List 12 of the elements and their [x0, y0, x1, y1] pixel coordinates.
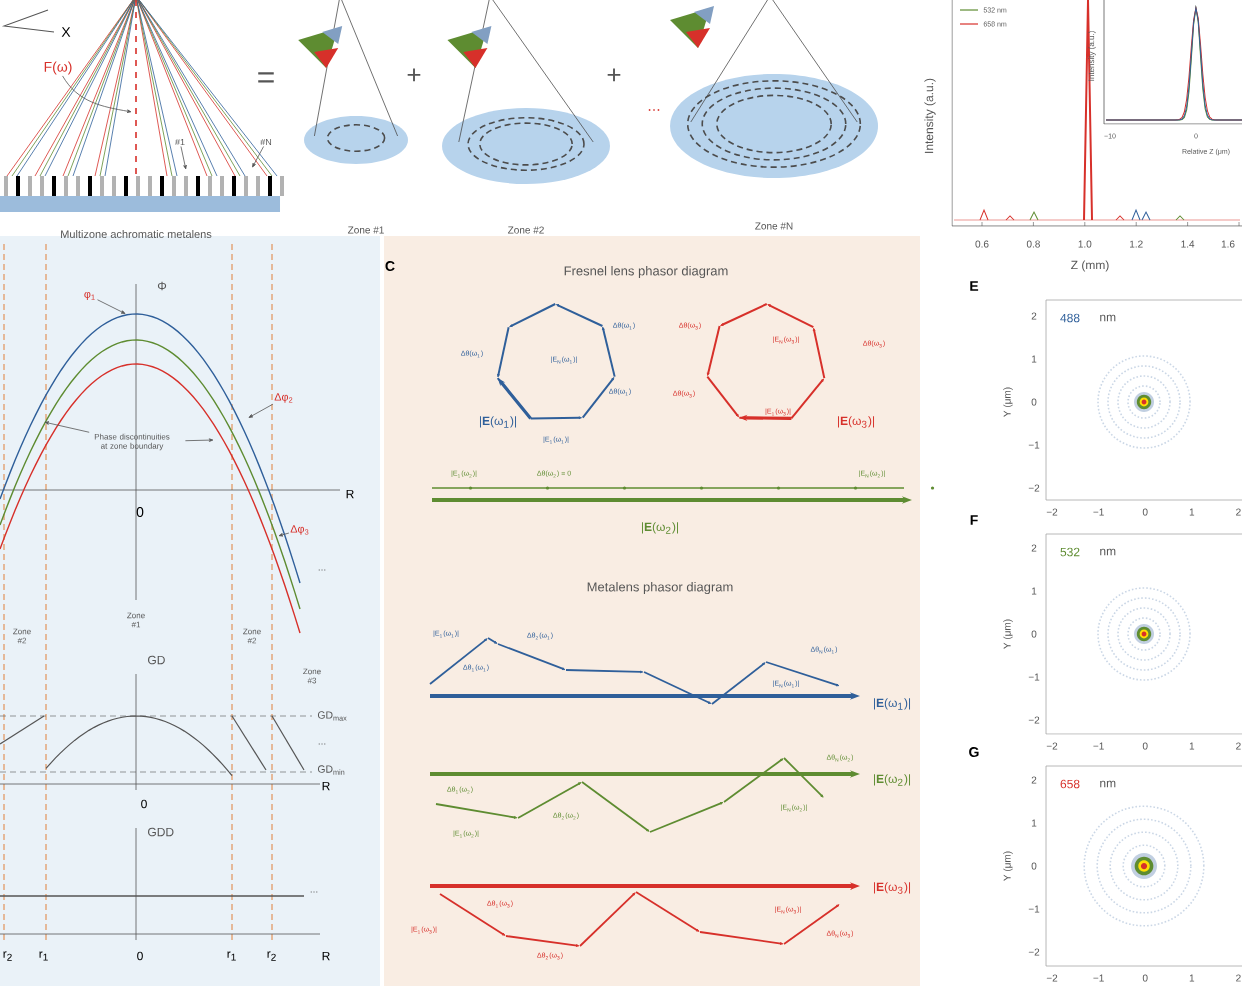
- leader-line: [44, 421, 90, 433]
- leader-line: [180, 146, 187, 170]
- leader-line: [248, 403, 274, 418]
- leader-line: [185, 438, 214, 442]
- plus-sign: +: [607, 68, 621, 82]
- ellipsis: ...: [648, 109, 660, 111]
- leader-line: [97, 299, 126, 314]
- equals-sign: =: [258, 72, 274, 83]
- leader-line: [278, 532, 290, 537]
- plus-sign: +: [407, 68, 421, 82]
- leader-line: [62, 75, 132, 113]
- leader-line: [252, 146, 264, 168]
